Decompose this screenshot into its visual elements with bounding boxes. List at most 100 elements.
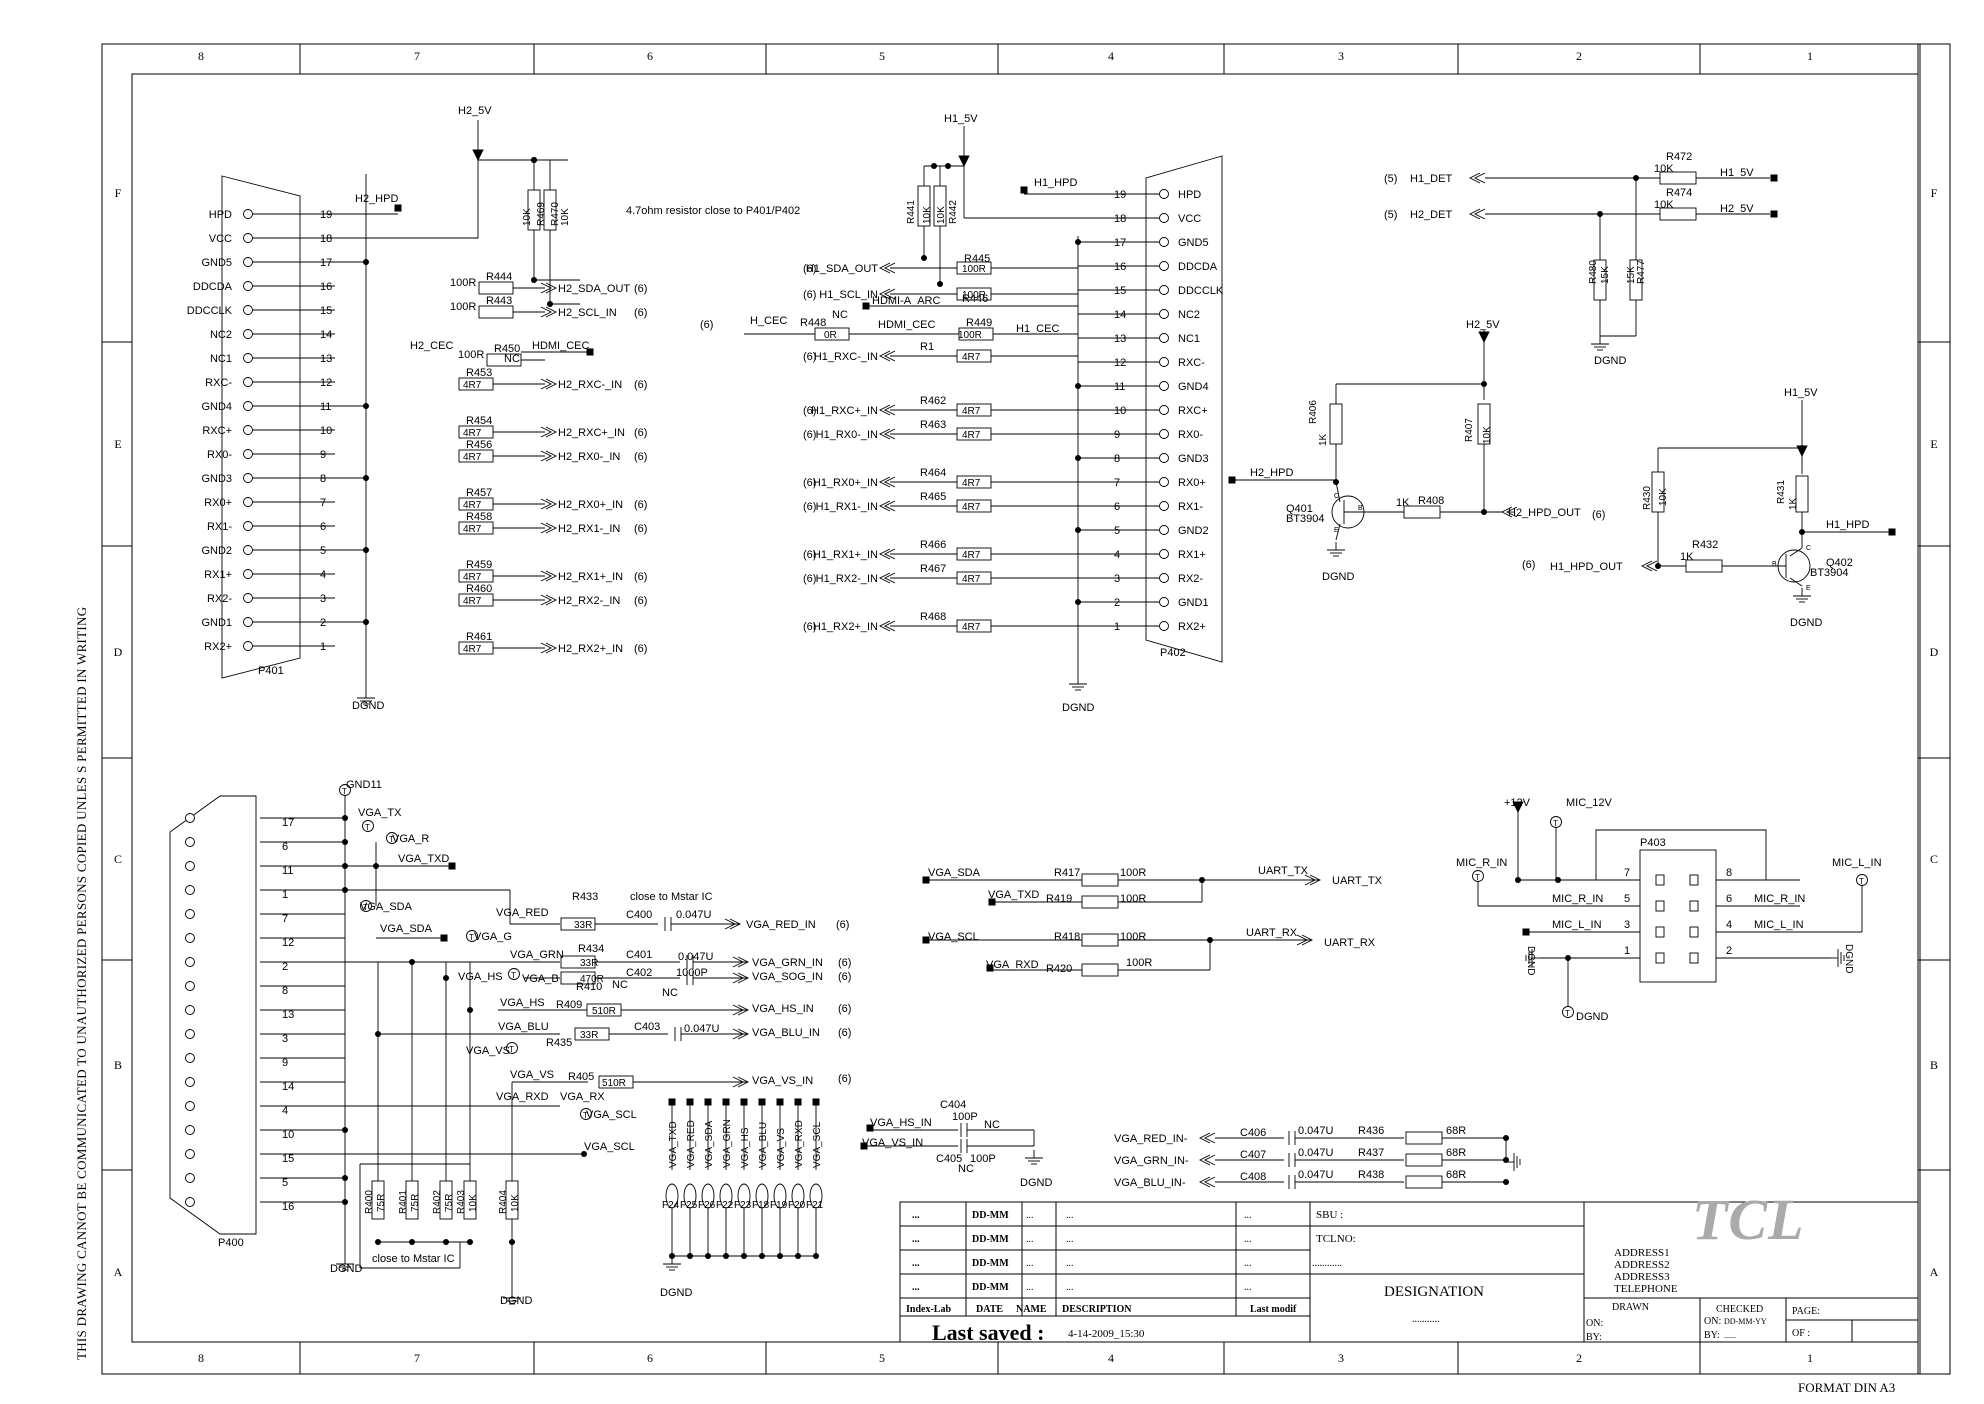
resistor-value: 68R bbox=[1446, 1147, 1466, 1159]
net-label: VGA_GRN bbox=[510, 949, 564, 961]
junction-dot bbox=[342, 815, 348, 821]
pin-label: RX1- bbox=[207, 521, 232, 533]
connector-pin bbox=[185, 909, 195, 919]
resistor-ref: R457 bbox=[466, 487, 492, 499]
resistor-note: 4.7ohm resistor close to P401/P402 bbox=[626, 205, 800, 217]
net-label: MIC_R_IN bbox=[1552, 893, 1603, 905]
label: 10K bbox=[1658, 488, 1669, 506]
wire bbox=[878, 350, 891, 362]
label: B bbox=[1772, 561, 1777, 568]
resistor bbox=[956, 547, 992, 561]
resistor bbox=[439, 1180, 453, 1220]
port-square bbox=[704, 1098, 712, 1106]
nc-label: NC bbox=[612, 979, 628, 991]
pin-label: VCC bbox=[209, 233, 232, 245]
tb-on: ON: bbox=[1586, 1318, 1603, 1329]
border-row-label: D bbox=[1930, 645, 1939, 659]
copyright-side-note: THIS DRAWING CANNOT BE COMMUNICATED TO U… bbox=[74, 606, 89, 1360]
pin-number: 6 bbox=[320, 521, 326, 533]
wire bbox=[737, 972, 750, 984]
sheet-ref: (6) bbox=[838, 957, 851, 969]
resistor bbox=[1405, 1175, 1443, 1189]
tp-label: VGA_HS bbox=[458, 971, 503, 983]
label: 10K bbox=[468, 1194, 479, 1212]
h-cec-label: H_CEC bbox=[750, 315, 787, 327]
connector-pin bbox=[1159, 597, 1169, 607]
pin-number: 5 bbox=[282, 1177, 288, 1189]
label: 470R bbox=[580, 974, 604, 985]
pin-number: 10 bbox=[282, 1129, 294, 1141]
sheet-ref: (6) bbox=[634, 643, 647, 655]
label: T bbox=[511, 971, 516, 980]
connector-pin bbox=[185, 1173, 195, 1183]
nc-label: NC bbox=[662, 987, 678, 999]
cap-value: 100P bbox=[970, 1153, 996, 1165]
tb-modif: ... bbox=[1244, 1234, 1252, 1245]
label: 15K bbox=[1600, 266, 1611, 284]
pin-label: GND2 bbox=[1178, 525, 1209, 537]
h2-hpd-label: H2_HPD bbox=[355, 193, 398, 205]
junction-dot bbox=[467, 1007, 473, 1013]
pin-label: RX0+ bbox=[1178, 477, 1206, 489]
pin-number: 16 bbox=[282, 1201, 294, 1213]
junction-dot bbox=[741, 1253, 747, 1259]
net-label: VGA_RED bbox=[496, 907, 549, 919]
cap-ref: C406 bbox=[1240, 1127, 1266, 1139]
junction-dot bbox=[363, 259, 369, 265]
connector-pin bbox=[1159, 189, 1169, 199]
resistor-ref: R460 bbox=[466, 583, 492, 595]
net-label: H2_RX2-_IN bbox=[558, 595, 620, 607]
tb-name: ... bbox=[1026, 1210, 1034, 1221]
wire bbox=[737, 956, 750, 968]
label: 10K bbox=[522, 208, 533, 226]
connector-pin bbox=[243, 497, 253, 507]
label: C bbox=[1334, 493, 1339, 500]
dgnd-label: DGND bbox=[1790, 617, 1822, 629]
tb-hdr: NAME bbox=[1016, 1304, 1047, 1315]
format-label: FORMAT DIN A3 bbox=[1798, 1380, 1896, 1395]
ferrite-ref: F21 bbox=[806, 1200, 824, 1211]
pin-number: 1 bbox=[1114, 621, 1120, 633]
label: 510R bbox=[592, 1006, 616, 1017]
junction-dot bbox=[1075, 527, 1081, 533]
net-label: MIC_L_IN bbox=[1754, 919, 1804, 931]
wire bbox=[737, 1028, 750, 1040]
connector-pin bbox=[1159, 405, 1169, 415]
junction-dot bbox=[342, 863, 348, 869]
wire bbox=[883, 288, 896, 300]
sheet-ref: (6) bbox=[1522, 559, 1535, 571]
resistor bbox=[1651, 471, 1665, 513]
port-square bbox=[862, 302, 870, 310]
port-square bbox=[776, 1098, 784, 1106]
junction-dot bbox=[1333, 479, 1339, 485]
pin-number: 15 bbox=[1114, 285, 1126, 297]
net-label: VGA_RED_IN- bbox=[1114, 1133, 1188, 1145]
pin-number: 10 bbox=[1114, 405, 1126, 417]
wire bbox=[883, 428, 896, 440]
cap-ref: C400 bbox=[626, 909, 652, 921]
resistor bbox=[1659, 171, 1697, 185]
wire bbox=[540, 282, 553, 294]
power-arrow bbox=[1512, 801, 1524, 814]
tb-index: ... bbox=[912, 1210, 920, 1221]
nc-label: NC bbox=[832, 309, 848, 321]
tb-checked: CHECKED bbox=[1716, 1304, 1763, 1315]
resistor-ref: R466 bbox=[920, 539, 946, 551]
resistor bbox=[1081, 933, 1119, 947]
pin-label: RX1+ bbox=[1178, 549, 1206, 561]
net-label: H2_5V bbox=[1720, 203, 1754, 215]
pin-number: 4 bbox=[1114, 549, 1120, 561]
label: 10K bbox=[510, 1194, 521, 1212]
ferrite-ref: F22 bbox=[716, 1200, 734, 1211]
pin-label: RXC- bbox=[205, 377, 232, 389]
resistor-value: 100R bbox=[1126, 957, 1152, 969]
h2-cec-label: H2_CEC bbox=[410, 340, 453, 352]
connector-pin bbox=[243, 569, 253, 579]
pin-number: 13 bbox=[282, 1009, 294, 1021]
label: T bbox=[365, 823, 370, 832]
tb-by: BY: bbox=[1586, 1332, 1602, 1343]
connector-pin bbox=[243, 329, 253, 339]
net-label: H1_5V bbox=[1720, 167, 1754, 179]
pin-number: 7 bbox=[320, 497, 326, 509]
